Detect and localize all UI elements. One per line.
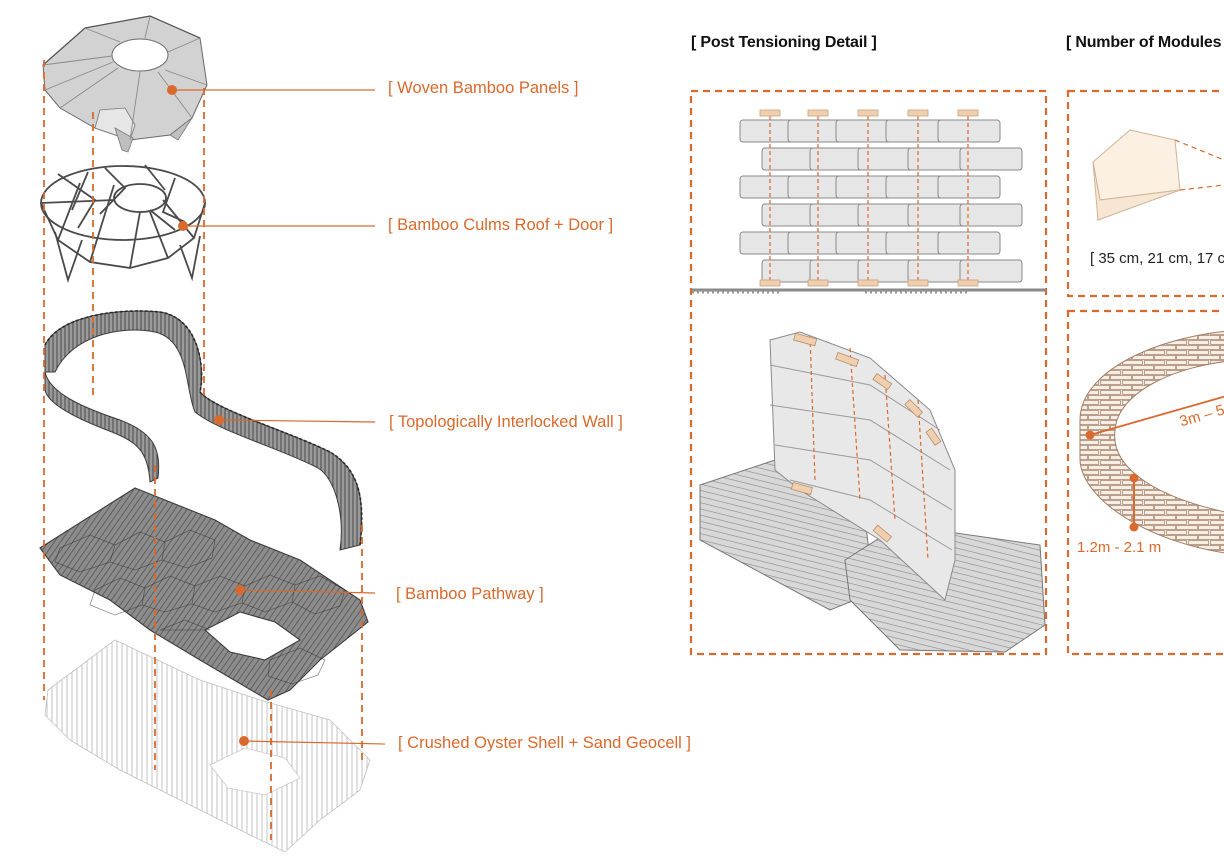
height-label: 1.2m - 2.1 m [1077,540,1161,555]
modules-title: [ Number of Modules [1066,35,1221,51]
label-bamboo-culms-roof-door: [ Bamboo Culms Roof + Door ] [388,217,613,234]
label-bamboo-pathway: [ Bamboo Pathway ] [396,586,544,603]
weave-block [960,204,1022,226]
rod-cap [908,110,928,116]
rod-cap [760,280,780,286]
label-topologically-interlocked-wall: [ Topologically Interlocked Wall ] [389,414,623,431]
label-oyster-shell-geocell: [ Crushed Oyster Shell + Sand Geocell ] [398,735,691,752]
module-size-label: [ 35 cm, 21 cm, 17 c [1090,251,1224,266]
weave-block [938,232,1000,254]
woven-module-elevation [740,120,1022,282]
weave-block [960,148,1022,170]
axonometric-assembly [700,332,1045,652]
rod-cap [808,280,828,286]
geocell-base-icon [45,640,370,852]
rod-cap [958,280,978,286]
label-woven-bamboo-panels: [ Woven Bamboo Panels ] [388,80,578,97]
post-tensioning-title: [ Post Tensioning Detail ] [691,35,877,51]
rod-cap [858,110,878,116]
weave-block [938,176,1000,198]
weave-block [938,120,1000,142]
woven-panels-roof-icon [43,16,207,152]
weave-block [960,260,1022,282]
ring-wall-icon [1080,330,1224,555]
rod-cap [908,280,928,286]
rod-cap [760,110,780,116]
rod-cap [808,110,828,116]
rod-cap [958,110,978,116]
single-module-icon [1093,130,1224,220]
rod-cap [858,280,878,286]
